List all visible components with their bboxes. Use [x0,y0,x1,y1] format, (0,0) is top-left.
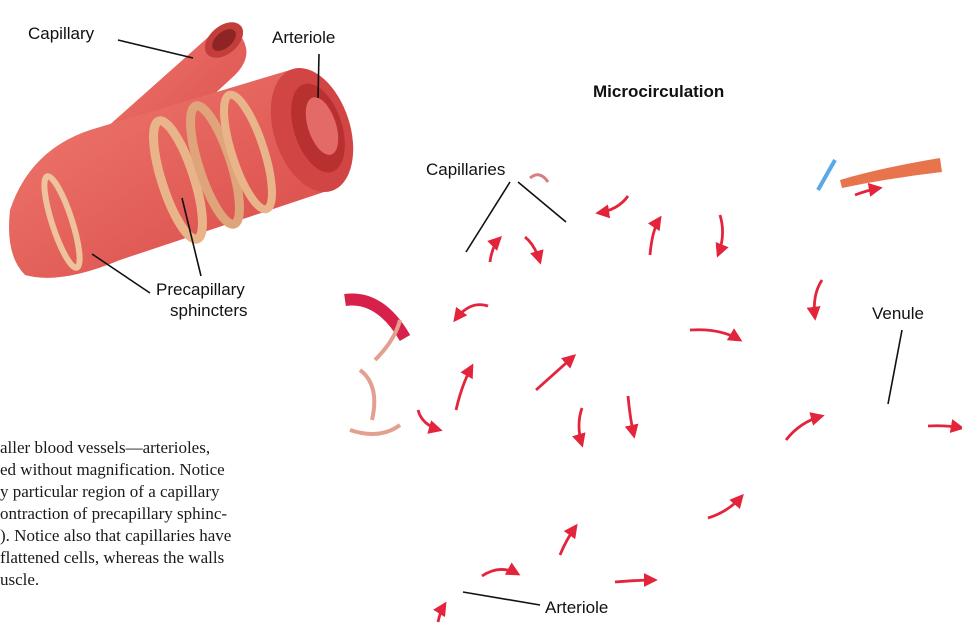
flow-arrows [418,188,962,622]
label-capillaries: Capillaries [426,160,505,180]
caption-line: aller blood vessels—arterioles, [0,437,330,459]
right-leader-lines [463,182,902,605]
caption-line: ed without magnification. Notice [0,459,330,481]
caption-text: aller blood vessels—arterioles, ed witho… [0,437,330,591]
label-sphincters: sphincters [170,301,247,321]
diagram-title: Microcirculation [593,82,724,102]
caption-line: ). Notice also that capillaries have [0,525,330,547]
label-venule: Venule [872,304,924,324]
label-arteriole-left: Arteriole [272,28,335,48]
microcirculation-network [345,158,942,434]
caption-line: ontraction of precapillary sphinc- [0,503,330,525]
caption-line: uscle. [0,569,330,591]
label-precapillary: Precapillary [156,280,245,300]
label-capillary: Capillary [28,24,94,44]
caption-line: y particular region of a capillary [0,481,330,503]
caption-line: flattened cells, whereas the walls [0,547,330,569]
label-arteriole-right: Arteriole [545,598,608,618]
